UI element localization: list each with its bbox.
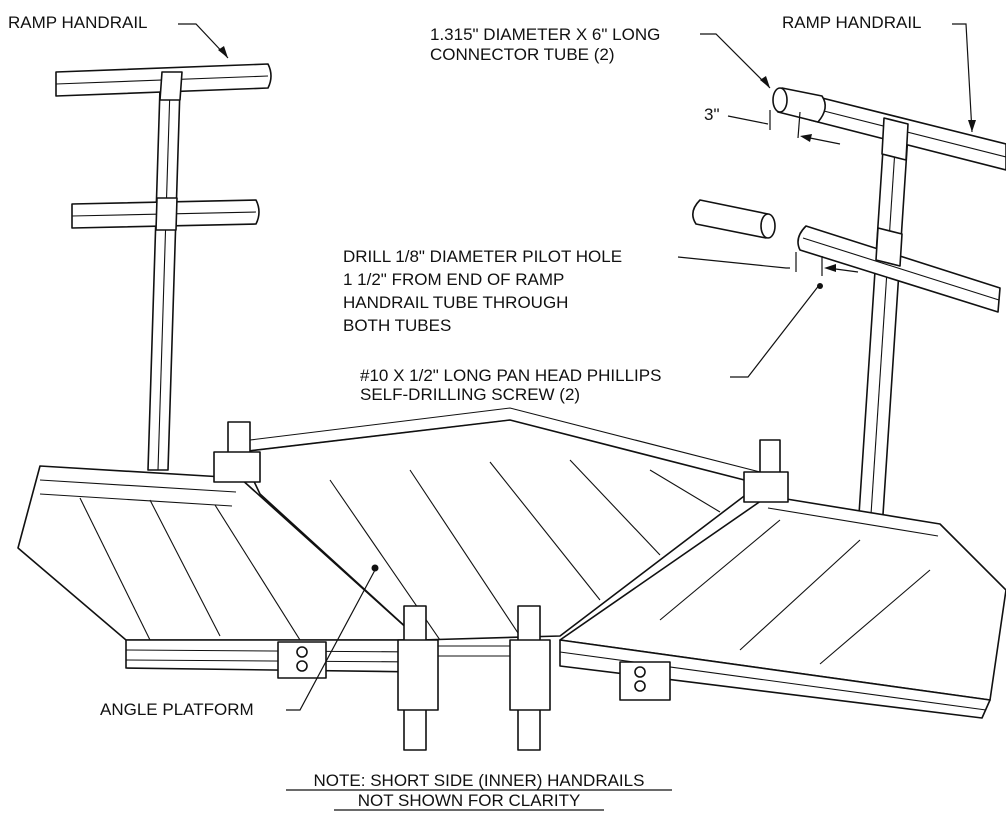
screw-label-line2: SELF-DRILLING SCREW (2) xyxy=(360,385,580,404)
connector-tube-label-line2: CONNECTOR TUBE (2) xyxy=(430,45,615,64)
drill-label-line3: HANDRAIL TUBE THROUGH xyxy=(343,293,568,312)
drill-label-line4: BOTH TUBES xyxy=(343,316,451,335)
left-handrail xyxy=(55,63,272,471)
dim-3in-label: 3" xyxy=(704,105,720,124)
ramp-handrail-left-label: RAMP HANDRAIL xyxy=(8,13,148,32)
right-handrail xyxy=(692,87,1006,561)
leaders xyxy=(178,23,976,811)
note-line1: NOTE: SHORT SIDE (INNER) HANDRAILS xyxy=(314,771,645,790)
ramp-handrail-right-label: RAMP HANDRAIL xyxy=(782,13,922,32)
drill-label-line1: DRILL 1/8" DIAMETER PILOT HOLE xyxy=(343,247,622,266)
drill-label-line2: 1 1/2" FROM END OF RAMP xyxy=(343,270,564,289)
platform xyxy=(17,407,1006,751)
connector-tube-label-line1: 1.315" DIAMETER X 6" LONG xyxy=(430,25,660,44)
screw-label-line1: #10 X 1/2" LONG PAN HEAD PHILLIPS xyxy=(360,366,661,385)
angle-platform-label: ANGLE PLATFORM xyxy=(100,700,254,719)
note-line2: NOT SHOWN FOR CLARITY xyxy=(358,791,581,810)
